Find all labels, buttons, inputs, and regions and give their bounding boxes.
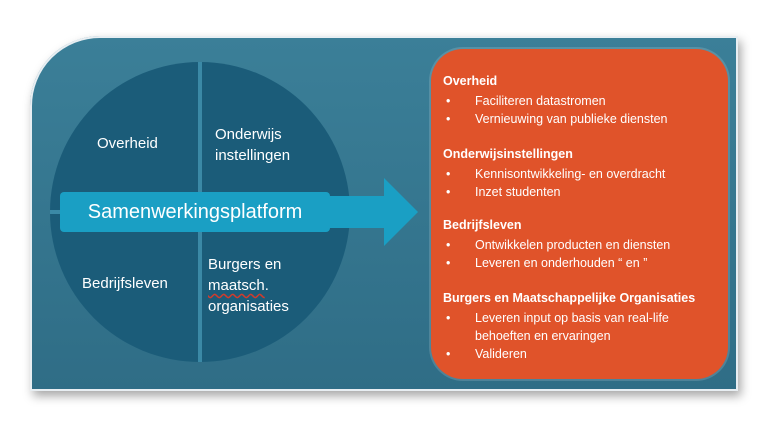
quadrant-burgers-maatsch: maatsch <box>208 277 265 294</box>
quadrant-burgers-line2: maatsch. <box>208 275 289 296</box>
list-item: Inzet studenten <box>443 183 713 201</box>
section-onderwijsinstellingen: Onderwijsinstellingen Kennisontwikkeling… <box>443 145 713 201</box>
section-heading: Onderwijsinstellingen <box>443 147 573 161</box>
section-overheid: Overheid Faciliteren datastromen Vernieu… <box>443 72 713 128</box>
list-item: Leveren en onderhouden “ en ” <box>443 254 713 272</box>
list-item: Vernieuwing van publieke diensten <box>443 110 713 128</box>
quadrant-onderwijs-line1: Onderwijs <box>215 126 282 143</box>
list-item: Leveren input op basis van real-life beh… <box>443 309 711 345</box>
section-burgers: Burgers en Maatschappelijke Organisaties… <box>443 289 723 363</box>
quadrant-bedrijfsleven: Bedrijfsleven <box>82 275 168 292</box>
section-bedrijfsleven: Bedrijfsleven Ontwikkelen producten en d… <box>443 216 713 272</box>
quadrant-burgers: Burgers en maatsch. organisaties <box>208 254 289 317</box>
section-heading: Burgers en Maatschappelijke Organisaties <box>443 291 696 305</box>
list-item: Faciliteren datastromen <box>443 92 713 110</box>
arrow-right <box>322 178 418 246</box>
list-item: Kennisontwikkeling- en overdracht <box>443 165 713 183</box>
quadrant-onderwijs-line2: instellingen <box>215 147 291 164</box>
list-item: Ontwikkelen producten en diensten <box>443 236 713 254</box>
list-item: Valideren <box>443 345 711 363</box>
section-heading: Overheid <box>443 74 498 88</box>
quadrant-overheid: Overheid <box>97 135 158 152</box>
quadrant-onderwijs: Onderwijs instellingen <box>215 124 290 166</box>
platform-label: Samenwerkingsplatform <box>60 192 330 232</box>
quadrant-burgers-line3: organisaties <box>208 298 289 315</box>
quadrant-burgers-line1: Burgers en <box>208 256 282 273</box>
section-heading: Bedrijfsleven <box>443 218 522 232</box>
quadrant-burgers-period: . <box>264 277 269 294</box>
